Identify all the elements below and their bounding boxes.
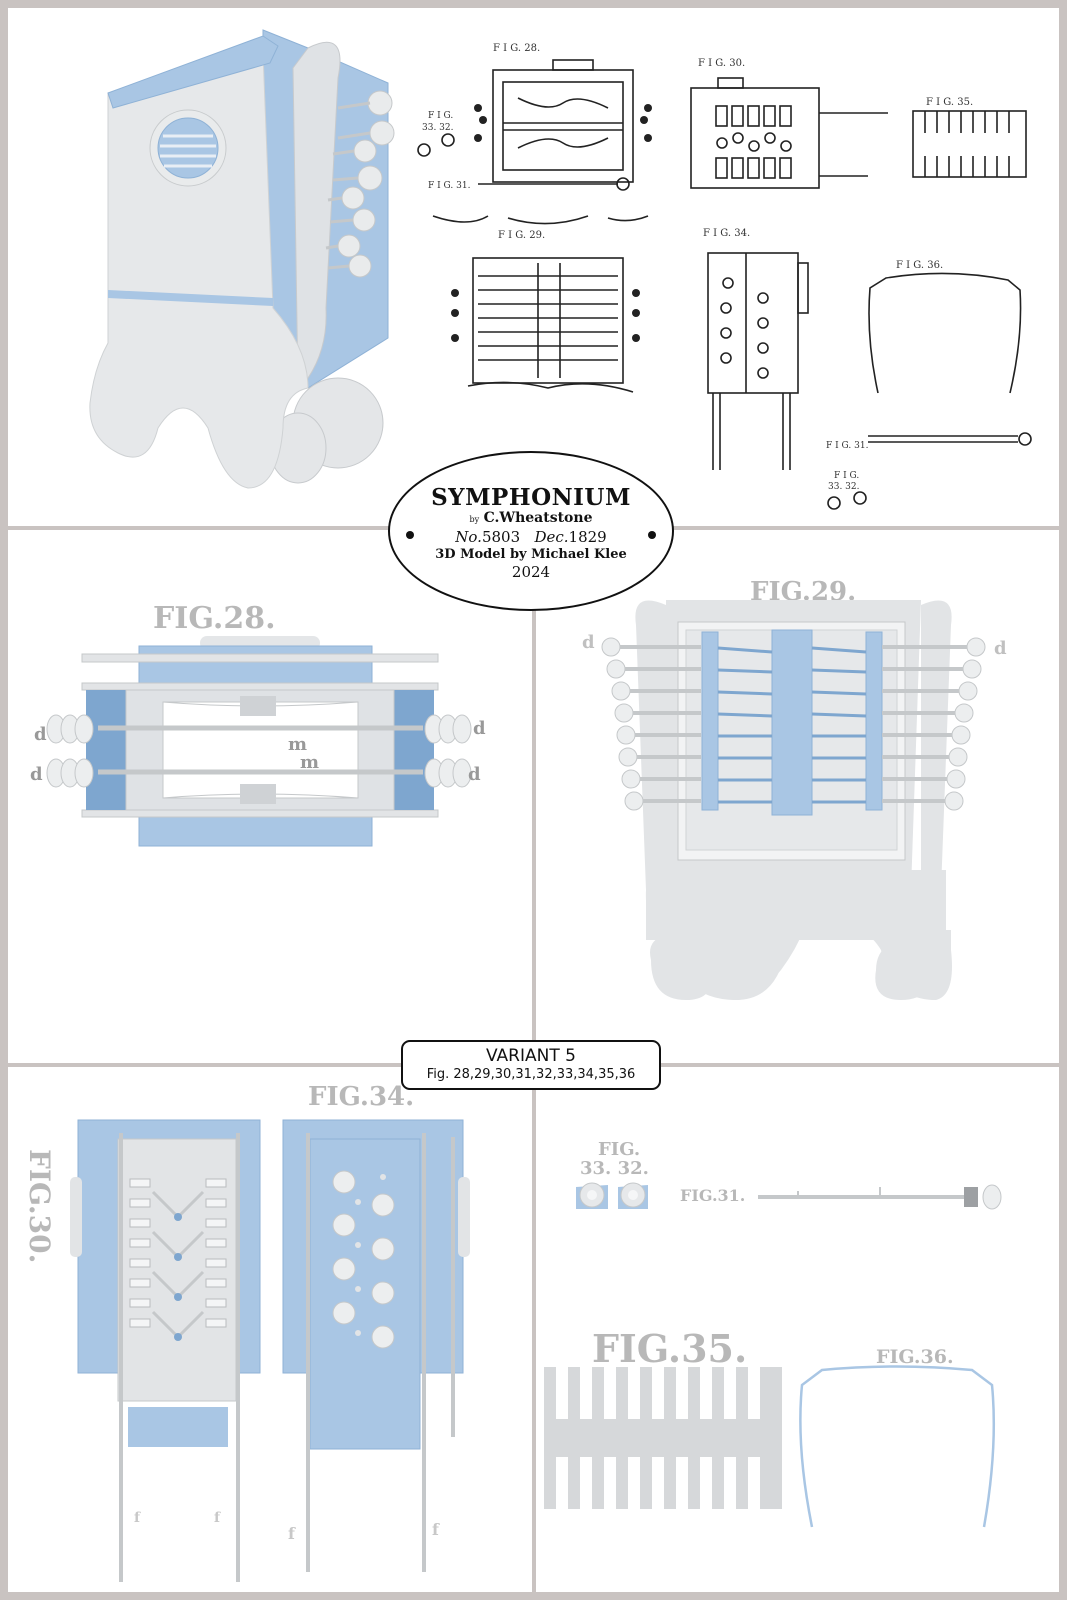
fig3332-label-head: FIG.: [598, 1139, 640, 1160]
fig31-rod: [758, 1185, 1001, 1209]
fig33-part: [576, 1183, 608, 1209]
patent-fig3332a-head: F I G.: [428, 111, 453, 121]
fig30-fig34-panel: FIG.34. FIG.30. f f f f: [8, 1067, 532, 1592]
fig34-label: FIG.34.: [308, 1082, 414, 1112]
title-year: 2024: [390, 563, 672, 581]
patent-fig31a-label: F I G. 31.: [428, 181, 471, 191]
top-panel-svg: F I G. 28. F I G. 33. 32. F I G. 31. F I…: [8, 8, 1059, 526]
patent-fig3332b-head: F I G.: [834, 471, 859, 481]
fig32-part: [618, 1183, 648, 1209]
patent-fig36: F I G. 36.: [869, 260, 1021, 393]
fig3332-label-nums: 33. 32.: [580, 1158, 649, 1179]
fig28-label: FIG.28.: [153, 601, 276, 636]
variant-label: VARIANT 5: [403, 1046, 659, 1066]
title-date-prefix: Dec.: [534, 528, 568, 546]
fig28-label-d-4: d: [468, 764, 481, 785]
fig28-panel: FIG.28. d d d d m m: [8, 530, 532, 1063]
patent-fig28-label: F I G. 28.: [493, 43, 540, 54]
fig29-panel: FIG.29. d d: [536, 530, 1059, 1063]
patent-fig30-label: F I G. 30.: [698, 58, 745, 69]
patent-fig34-label: F I G. 34.: [703, 228, 750, 239]
variant-box: VARIANT 5 Fig. 28,29,30,31,32,33,34,35,3…: [401, 1040, 661, 1090]
cartouche-dot-left: [406, 531, 414, 539]
title-author-line: by C.Wheatstone: [390, 510, 672, 528]
fig34-label-f-1: f: [288, 1524, 296, 1543]
patent-fig36-label: F I G. 36.: [896, 260, 943, 271]
patent-fig3332b-nums: 33. 32.: [828, 482, 860, 492]
symphonium-3d-render: [90, 30, 394, 488]
patent-fig30: F I G. 30.: [691, 58, 888, 188]
cartouche-dot-right: [648, 531, 656, 539]
patent-drawings: F I G. 28. F I G. 33. 32. F I G. 31. F I…: [418, 43, 1031, 509]
title-no-prefix: No.: [455, 528, 482, 546]
fig28-label-d-1: d: [34, 724, 47, 745]
fig30-fig34-svg: FIG.34. FIG.30. f f f f: [8, 1067, 532, 1592]
fig29-label-d-left: d: [582, 632, 595, 653]
fig29-label-d-right: d: [994, 638, 1007, 659]
fig30-label-f-1: f: [134, 1510, 141, 1526]
variant-figs: Fig. 28,29,30,31,32,33,34,35,36: [403, 1066, 659, 1084]
title-credit: 3D Model by Michael Klee: [390, 546, 672, 563]
title-date-value: 1829: [569, 528, 607, 546]
fig28-label-d-2: d: [30, 764, 43, 785]
patent-fig29: F I G. 29.: [451, 230, 640, 392]
fig34-label-f-2: f: [432, 1520, 440, 1539]
top-panel: F I G. 28. F I G. 33. 32. F I G. 31. F I…: [8, 8, 1059, 526]
patent-fig31-lower: F I G. 31. F I G. 33. 32.: [826, 433, 1031, 509]
fig31-label: FIG.31.: [680, 1186, 745, 1205]
fig30-label-f-2: f: [214, 1510, 221, 1526]
fig31-fig36-svg: FIG. 33. 32. FIG.31. FIG.35. FIG.36.: [536, 1067, 1059, 1592]
title-cartouche: SYMPHONIUM by C.Wheatstone No.5803 Dec.1…: [388, 451, 674, 611]
fig36-label: FIG.36.: [876, 1346, 954, 1368]
patent-fig34: F I G. 34.: [703, 228, 808, 470]
patent-fig35-label: F I G. 35.: [926, 97, 973, 108]
title-name: SYMPHONIUM: [390, 486, 672, 510]
fig35-label: FIG.35.: [592, 1326, 747, 1371]
fig28-label-d-3: d: [473, 718, 486, 739]
fig31-fig36-panel: FIG. 33. 32. FIG.31. FIG.35. FIG.36.: [536, 1067, 1059, 1592]
fig28-label-m-2: m: [300, 752, 319, 773]
patent-fig31b-label: F I G. 31.: [826, 441, 869, 451]
patent-fig3332a-nums: 33. 32.: [422, 123, 454, 133]
title-no-value: 5803: [482, 528, 520, 546]
fig36-frame: [800, 1367, 993, 1528]
fig28-svg: FIG.28. d d d d m m: [8, 530, 532, 1063]
fig30-label: FIG.30.: [23, 1149, 56, 1263]
patent-fig29-label: F I G. 29.: [498, 230, 545, 241]
patent-fig35: F I G. 35.: [913, 97, 1026, 177]
title-patent-line: No.5803 Dec.1829: [390, 528, 672, 546]
fig29-svg: FIG.29. d d: [536, 530, 1059, 1063]
title-by: by: [470, 515, 480, 524]
title-author: C.Wheatstone: [484, 510, 593, 526]
patent-fig28: F I G. 28. F I G. 33. 32. F I G. 31.: [418, 43, 652, 224]
